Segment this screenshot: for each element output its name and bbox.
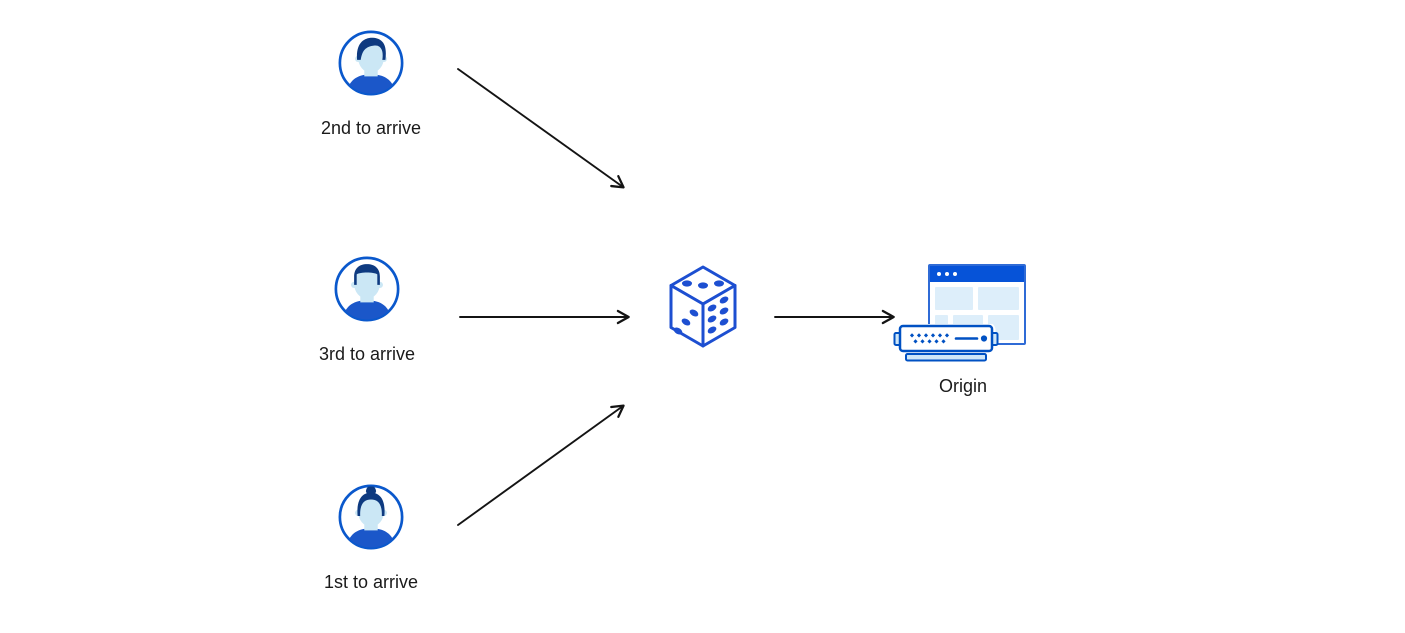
window-dot-icon	[945, 272, 949, 276]
content-block	[978, 287, 1019, 310]
client-label-3rd: 3rd to arrive	[318, 344, 416, 364]
client-node-1st: 1st to arrive	[305, 483, 437, 594]
avatar-woman-bun-icon	[338, 484, 404, 550]
browser-titlebar	[930, 266, 1024, 282]
dice-icon	[669, 265, 737, 348]
client-node-2nd: 2nd to arrive	[305, 29, 437, 140]
server-icon	[893, 324, 999, 362]
window-dot-icon	[953, 272, 957, 276]
origin-node: Origin	[893, 264, 1033, 404]
arrow-1st-to-dice	[457, 404, 625, 526]
arrow-2nd-to-dice	[457, 68, 625, 189]
content-block	[935, 287, 973, 310]
avatar-man-swept-hair-icon	[338, 30, 404, 96]
avatar-man-short-hair-icon	[334, 256, 400, 322]
client-node-3rd: 3rd to arrive	[301, 255, 433, 366]
origin-label: Origin	[938, 376, 987, 396]
client-label-2nd: 2nd to arrive	[320, 118, 422, 138]
client-label-1st: 1st to arrive	[323, 572, 419, 592]
window-dot-icon	[937, 272, 941, 276]
